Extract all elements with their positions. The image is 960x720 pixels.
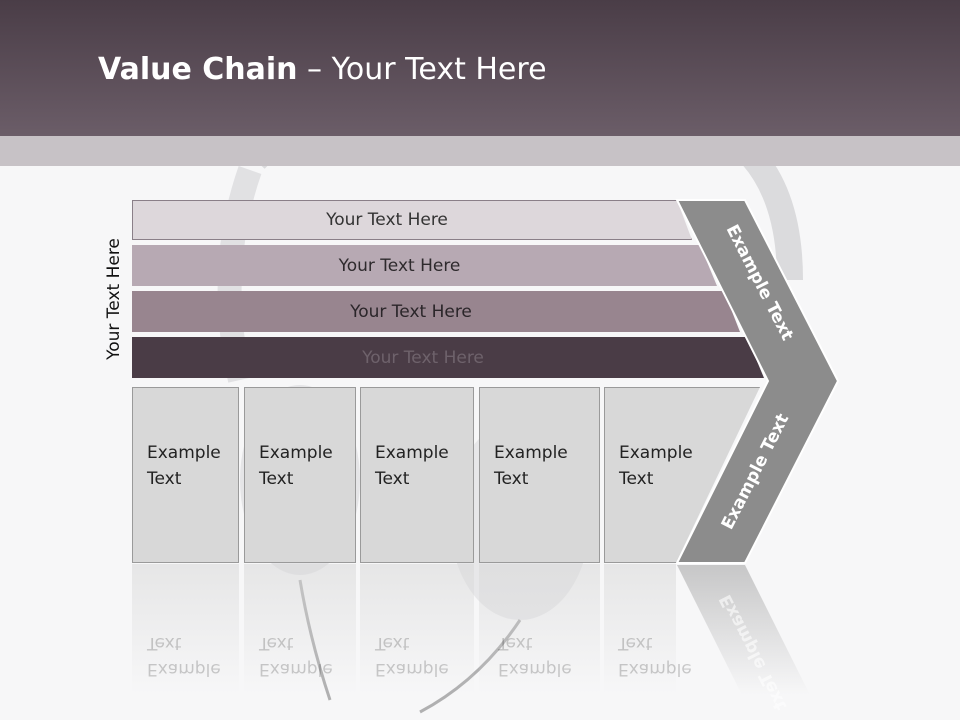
box-line-2: Text <box>375 469 410 489</box>
box-line-1: Example <box>494 443 568 463</box>
chevron-shape <box>675 199 840 564</box>
title-bar <box>0 0 960 136</box>
box-line-1: Example <box>147 443 221 463</box>
box-reflection-4 <box>479 564 600 694</box>
box-line-1: Example <box>259 443 333 463</box>
title-underband <box>0 136 960 166</box>
support-activity-row-3: Your Text Here <box>132 291 740 332</box>
box-reflection-3 <box>360 564 474 694</box>
box-reflection-1 <box>132 564 239 694</box>
box-reflection-5 <box>604 564 676 694</box>
box-line-2: Text <box>619 469 654 489</box>
box-line-1: Example <box>375 443 449 463</box>
primary-activity-box-2: Example Text <box>244 387 356 563</box>
box-line-1: Example <box>619 443 693 463</box>
primary-activity-box-1: Example Text <box>132 387 239 563</box>
row-label: Your Text Here <box>350 301 472 322</box>
box-reflection-2 <box>244 564 356 694</box>
slide-title: Value Chain – Your Text Here <box>98 52 547 87</box>
row-label: Your Text Here <box>362 347 484 368</box>
primary-activity-box-4: Example Text <box>479 387 600 563</box>
chevron-reflection <box>677 565 810 695</box>
box-line-2: Text <box>147 469 182 489</box>
box-line-2: Text <box>494 469 529 489</box>
support-activity-row-4: Your Text Here <box>132 337 764 378</box>
support-activity-row-2: Your Text Here <box>132 245 717 286</box>
primary-activity-box-3: Example Text <box>360 387 474 563</box>
row-label: Your Text Here <box>338 255 461 276</box>
row-label: Your Text Here <box>326 210 448 230</box>
box-line-2: Text <box>259 469 294 489</box>
